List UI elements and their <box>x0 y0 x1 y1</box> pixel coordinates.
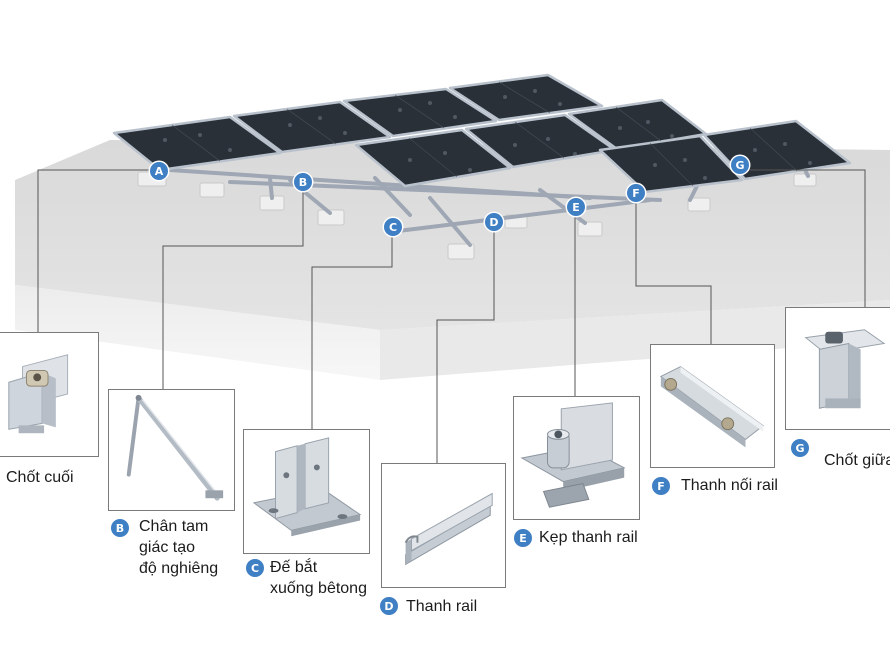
rail-icon <box>404 492 493 566</box>
badge-b: B <box>111 519 129 537</box>
marker-g: G <box>731 156 749 174</box>
triangle-leg-icon <box>126 394 224 501</box>
label-a: Chốt cuối <box>6 469 74 486</box>
leader-line-a <box>37 169 150 332</box>
leader-line-c <box>311 235 393 429</box>
label-b: Chân tam giác tạo độ nghiêng <box>139 516 218 579</box>
label-d: Thanh rail <box>406 598 478 615</box>
badge-g: G <box>791 439 809 457</box>
label-c-line-1: Đế bắt <box>270 559 318 576</box>
marker-c: C <box>384 218 402 236</box>
label-c: Đế bắt xuống bêtong <box>270 557 367 599</box>
callout-box-g <box>785 307 890 430</box>
badge-d: D <box>380 597 398 615</box>
rail-splice-icon <box>659 366 764 448</box>
callout-box-b <box>108 389 235 511</box>
badge-e: E <box>514 529 532 547</box>
mid-clamp-icon <box>804 329 886 409</box>
solar-panel <box>342 87 498 138</box>
marker-e: E <box>567 198 585 216</box>
label-e: Kẹp thanh rail <box>539 529 638 546</box>
end-clamp-icon <box>8 354 69 434</box>
marker-f: F <box>627 184 645 202</box>
leader-line-g <box>740 169 866 307</box>
callout-box-e <box>513 396 640 520</box>
marker-a: A <box>150 162 168 180</box>
concrete-blocks <box>137 171 817 260</box>
marker-d: D <box>485 213 503 231</box>
leader-line-d <box>436 230 495 463</box>
label-b-line-1: Chân tam <box>139 518 209 535</box>
marker-b: B <box>294 173 312 191</box>
label-f: Thanh nối rail <box>681 477 778 494</box>
callout-box-d <box>381 463 506 588</box>
callout-box-a <box>0 332 99 457</box>
label-c-line-2: xuống bêtong <box>270 580 367 597</box>
label-g: Chốt giữa <box>824 452 890 469</box>
rail-clamp-icon <box>520 402 626 508</box>
label-b-line-3: độ nghiêng <box>139 560 219 577</box>
callout-box-c <box>243 429 370 554</box>
concrete-base-icon <box>252 437 362 537</box>
callout-box-f <box>650 344 775 468</box>
solar-panel <box>448 73 604 122</box>
label-b-line-2: giác tạo <box>139 539 196 556</box>
leader-line-f <box>635 200 712 344</box>
leader-line-b <box>162 190 304 389</box>
leader-lines <box>37 169 866 463</box>
badge-f: F <box>652 477 670 495</box>
badge-c: C <box>246 559 264 577</box>
